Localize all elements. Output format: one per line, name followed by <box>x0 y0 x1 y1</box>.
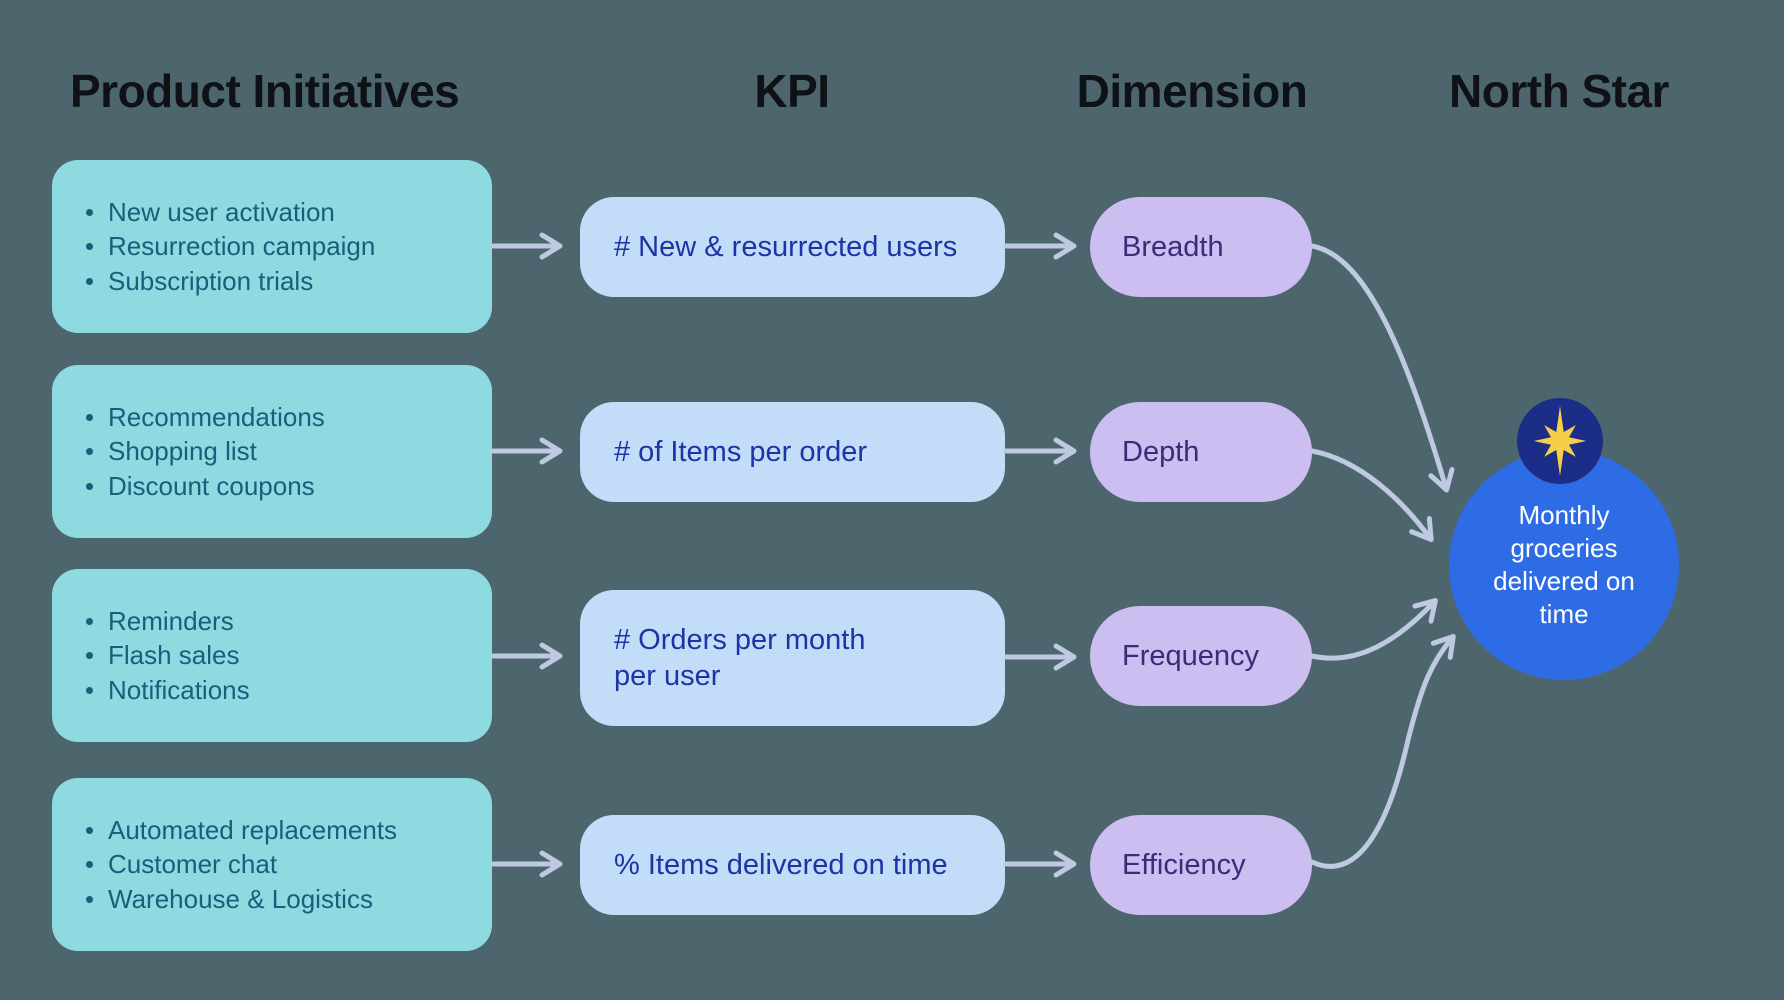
initiative-label: Discount coupons <box>108 470 315 501</box>
bullet-icon <box>86 861 93 869</box>
initiative-item: Shopping list <box>86 434 492 469</box>
initiative-label: Flash sales <box>108 640 240 671</box>
bullet-icon <box>86 895 93 903</box>
arrow-depth-to-north-star <box>1309 448 1434 543</box>
initiative-item: Warehouse & Logistics <box>86 882 492 917</box>
kpi-card-row2: # of Items per order <box>580 402 1005 502</box>
kpi-label: # of Items per order <box>614 436 868 468</box>
kpi-card-row4: % Items delivered on time <box>580 815 1005 915</box>
initiative-label: Shopping list <box>108 436 257 467</box>
initiative-label: Warehouse & Logistics <box>108 883 373 914</box>
initiative-label: New user activation <box>108 196 335 227</box>
north-star-label: Monthly groceries delivered on time <box>1493 500 1635 629</box>
bullet-icon <box>86 617 93 625</box>
header-product-initiatives: Product Initiatives <box>70 65 460 117</box>
bullet-icon <box>86 482 93 490</box>
dimension-pill-efficiency: Efficiency <box>1090 815 1312 915</box>
initiative-label: Customer chat <box>108 849 278 880</box>
arrow-efficiency-to-north-star <box>1309 633 1456 869</box>
bullet-icon <box>86 208 93 216</box>
kpi-label: # Orders per month <box>614 624 866 656</box>
star-burst-icon <box>1533 405 1587 477</box>
initiative-item: Subscription trials <box>86 264 492 299</box>
bullet-icon <box>86 243 93 251</box>
bullet-icon <box>86 413 93 421</box>
kpi-label-line2: per user <box>614 660 721 692</box>
initiative-card-row3: Reminders Flash sales Notifications <box>52 569 492 742</box>
initiative-label: Reminders <box>108 605 234 636</box>
initiative-item: Recommendations <box>86 400 492 435</box>
north-star-badge <box>1517 398 1603 484</box>
bullet-icon <box>86 448 93 456</box>
initiative-card-row1: New user activation Resurrection campaig… <box>52 160 492 333</box>
kpi-card-row3: # Orders per month per user <box>580 590 1005 726</box>
initiative-label: Resurrection campaign <box>108 231 376 262</box>
bullet-icon <box>86 277 93 285</box>
initiative-label: Automated replacements <box>108 814 398 845</box>
initiative-item: Customer chat <box>86 847 492 882</box>
initiative-card-row2: Recommendations Shopping list Discount c… <box>52 365 492 538</box>
bullet-icon <box>86 652 93 660</box>
dimension-pill-frequency: Frequency <box>1090 606 1312 706</box>
header-kpi: KPI <box>754 65 830 117</box>
header-dimension: Dimension <box>1076 65 1308 117</box>
header-north-star: North Star <box>1449 65 1669 117</box>
initiative-item: Automated replacements <box>86 813 492 848</box>
initiative-label: Subscription trials <box>108 265 314 296</box>
initiative-card-row4: Automated replacements Customer chat War… <box>52 778 492 951</box>
bullet-icon <box>86 826 93 834</box>
arrow-frequency-to-north-star <box>1309 598 1438 661</box>
initiative-item: Discount coupons <box>86 469 492 504</box>
initiative-item: Notifications <box>86 673 492 708</box>
initiative-item: Resurrection campaign <box>86 229 492 264</box>
kpi-card-row1: # New & resurrected users <box>580 197 1005 297</box>
arrow-breadth-to-north-star <box>1309 243 1455 493</box>
kpi-label: # New & resurrected users <box>614 231 958 263</box>
north-star-circle: Monthly groceries delivered on time <box>1449 450 1679 680</box>
dimension-pill-depth: Depth <box>1090 402 1312 502</box>
initiative-label: Notifications <box>108 674 250 705</box>
kpi-label: % Items delivered on time <box>614 849 948 881</box>
initiative-label: Recommendations <box>108 401 325 432</box>
initiative-item: Flash sales <box>86 638 492 673</box>
bullet-icon <box>86 686 93 694</box>
dimension-pill-breadth: Breadth <box>1090 197 1312 297</box>
initiative-item: Reminders <box>86 604 492 639</box>
initiative-item: New user activation <box>86 195 492 230</box>
